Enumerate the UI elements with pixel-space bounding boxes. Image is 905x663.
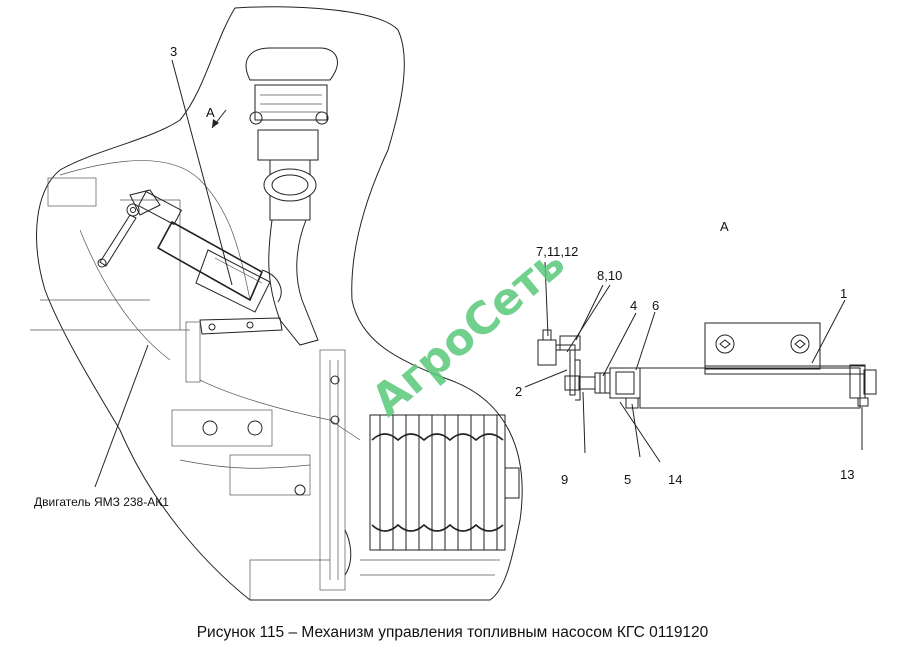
callout-2: 2: [515, 384, 522, 399]
callout-6: 6: [652, 298, 659, 313]
callout-4: 4: [630, 298, 637, 313]
callout-1: 1: [840, 286, 847, 301]
ribbed-filter: [344, 414, 520, 576]
part-1-bracket: [639, 322, 877, 409]
view-label-main: A: [206, 105, 215, 120]
callout-14: 14: [668, 472, 682, 487]
engine-lower: [171, 321, 500, 600]
callout-7-11-12: 7,11,12: [536, 244, 578, 259]
engine-cutout-outline: [36, 6, 523, 601]
leader-3: [171, 59, 233, 286]
part-6-clevis: [609, 367, 641, 409]
callout-5: 5: [624, 472, 631, 487]
callout-13: 13: [840, 467, 854, 482]
part-2-lever: [537, 329, 581, 401]
leader-lines: [524, 261, 863, 463]
callout-3: 3: [170, 44, 177, 59]
view-label-detail: A: [720, 219, 729, 234]
part-4-5-rod: [579, 372, 611, 394]
figure-caption: Рисунок 115 – Механизм управления топлив…: [196, 624, 709, 641]
pipe: [245, 47, 338, 346]
actuator-3: [97, 189, 283, 335]
engine-view: [30, 6, 523, 601]
leader-engine: [94, 344, 149, 488]
engine-label: Двигатель ЯМЗ 238-АК1: [34, 495, 169, 509]
detail-view-a: [524, 261, 877, 463]
callout-9: 9: [561, 472, 568, 487]
callout-8-10: 8,10: [597, 268, 622, 283]
